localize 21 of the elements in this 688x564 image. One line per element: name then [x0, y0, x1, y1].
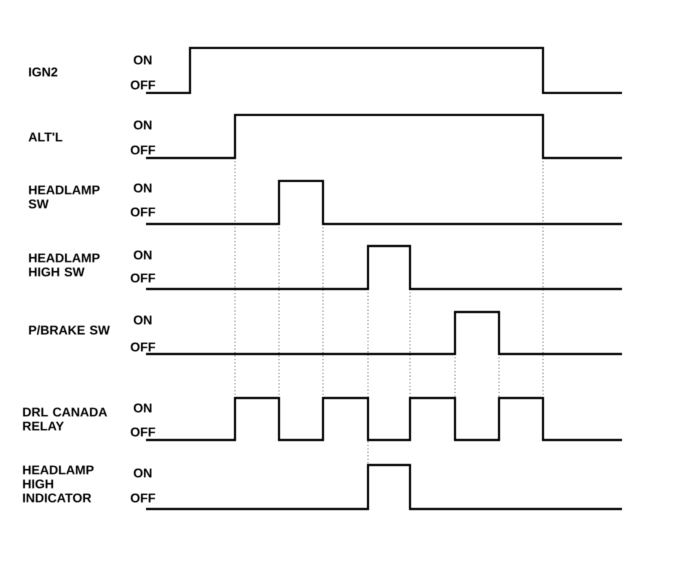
signal-name: HEADLAMP HIGH INDICATOR — [23, 466, 94, 502]
state-label: OFF — [130, 80, 156, 90]
signal-name: HEADLAMP HIGH SW — [29, 254, 100, 276]
state-label: ON — [134, 468, 152, 478]
signal-name: IGN2 — [29, 68, 58, 76]
state-label: OFF — [130, 428, 156, 436]
state-label: ON — [134, 184, 152, 192]
signal-name: P/BRAKE SW — [29, 325, 110, 335]
state-label: ON — [134, 56, 152, 64]
state-label: ON — [134, 250, 152, 260]
signal-name: DRL CANADA RELAY — [23, 408, 108, 430]
state-label: OFF — [130, 146, 156, 154]
state-label: OFF — [130, 342, 156, 352]
signal-name: HEADLAMP SW — [28, 186, 100, 208]
state-label: OFF — [130, 274, 156, 282]
state-label: ON — [134, 404, 152, 412]
signal-name: ALT'L — [28, 132, 62, 142]
state-label: ON — [134, 120, 152, 130]
state-label: OFF — [130, 208, 156, 216]
state-label: OFF — [130, 494, 156, 502]
state-label: ON — [134, 316, 152, 324]
